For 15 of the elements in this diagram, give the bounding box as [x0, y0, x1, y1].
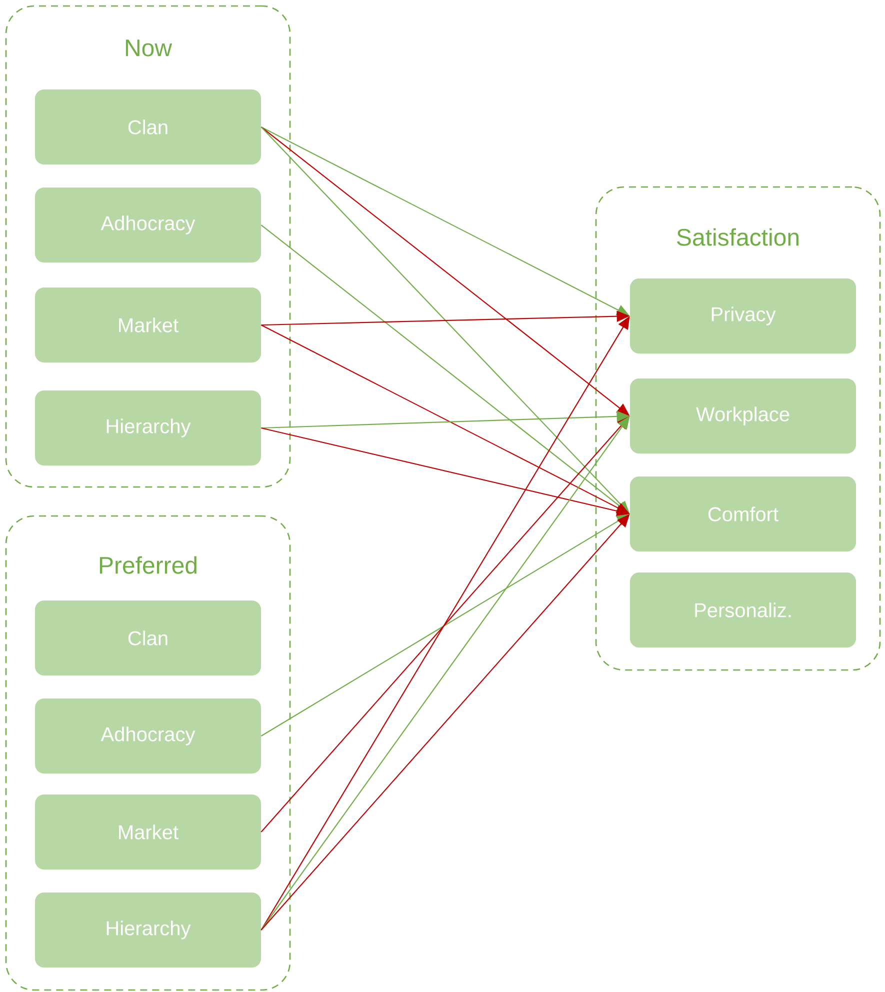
- category-box: Market: [35, 794, 261, 870]
- category-box: Hierarchy: [35, 892, 261, 968]
- category-box: Workplace: [630, 378, 856, 454]
- category-box: Clan: [35, 90, 261, 164]
- category-box: Clan: [35, 600, 261, 676]
- category-box: Privacy: [630, 278, 856, 354]
- group-title: Satisfaction: [677, 228, 798, 246]
- category-box: Personaliz.: [630, 572, 856, 648]
- category-box: Hierarchy: [35, 390, 261, 466]
- category-box: Adhocracy: [35, 188, 261, 262]
- category-box: Adhocracy: [35, 698, 261, 774]
- group-title: Now: [126, 40, 172, 56]
- category-box: Comfort: [630, 476, 856, 552]
- category-box: Market: [35, 288, 261, 362]
- group-title: Preferred: [100, 556, 196, 574]
